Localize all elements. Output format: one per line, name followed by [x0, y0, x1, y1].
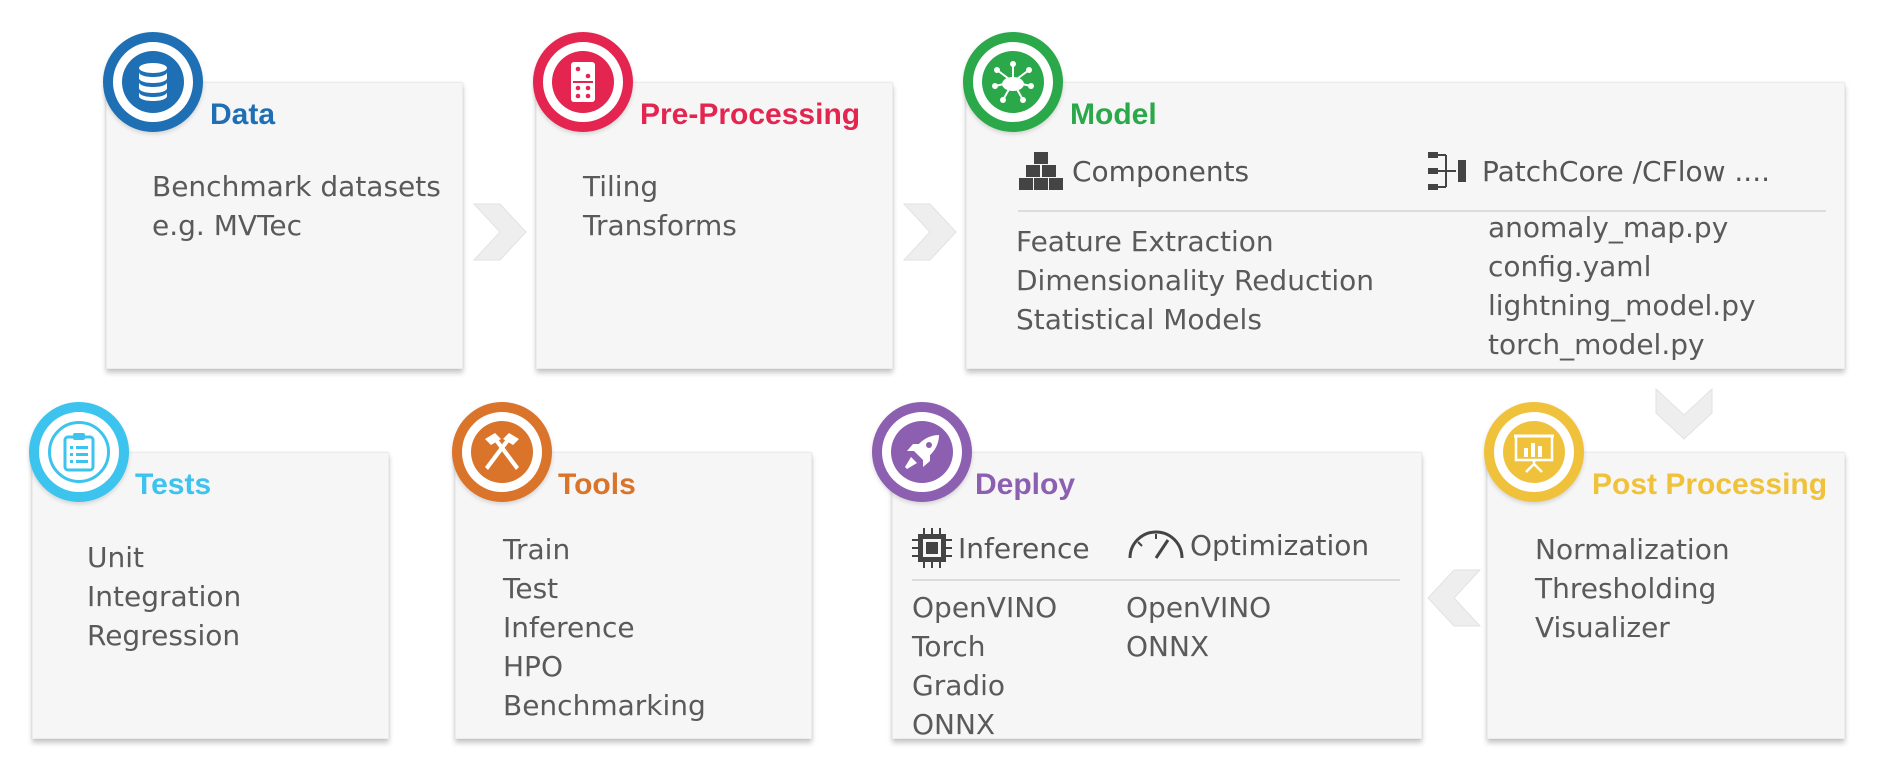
patchcore-label: PatchCore /CFlow ....: [1482, 154, 1771, 188]
deploy-optimization-header: Optimization: [1126, 528, 1369, 562]
model-component-item: Dimensionality Reduction: [1016, 264, 1374, 297]
deploy-badge: [872, 402, 972, 502]
postprocessing-lines: Normalization Thresholding Visualizer: [1535, 530, 1730, 647]
postprocessing-line: Normalization: [1535, 533, 1730, 566]
tools-badge: [452, 402, 552, 502]
tools-lines: Train Test Inference HPO Benchmarking: [503, 530, 706, 725]
tools-line: Inference: [503, 611, 635, 644]
tests-title: Tests: [135, 468, 212, 501]
data-line: Benchmark datasets: [152, 170, 441, 203]
rocket-icon: [905, 435, 939, 469]
model-patchcore-header: PatchCore /CFlow ....: [1426, 150, 1770, 192]
tests-line: Unit: [87, 541, 144, 574]
model-component-item: Feature Extraction: [1016, 225, 1274, 258]
tests-lines: Unit Integration Regression: [87, 538, 241, 655]
tests-line: Regression: [87, 619, 241, 652]
tests-badge: [29, 402, 129, 502]
data-line: e.g. MVTec: [152, 209, 302, 242]
model-file-item: torch_model.py: [1488, 328, 1705, 361]
tools-line: Benchmarking: [503, 689, 706, 722]
inference-label: Inference: [958, 531, 1090, 565]
arrow-left-icon: [1427, 569, 1482, 627]
preprocessing-title: Pre-Processing: [640, 98, 861, 131]
cloud-network-icon: [992, 61, 1034, 103]
deploy-inference-item: Gradio: [912, 669, 1006, 702]
preprocessing-lines: Tiling Transforms: [583, 167, 737, 245]
deploy-inference-list: OpenVINO Torch Gradio ONNX: [912, 588, 1057, 744]
model-file-item: config.yaml: [1488, 250, 1652, 283]
deploy-separator: [912, 579, 1400, 581]
hierarchy-icon: [1428, 152, 1466, 190]
postprocessing-title: Post Processing: [1592, 468, 1828, 501]
database-icon: [139, 63, 167, 101]
arrow-right-icon: [472, 203, 527, 261]
data-lines: Benchmark datasets e.g. MVTec: [152, 167, 441, 245]
arrow-right-icon: [902, 203, 957, 261]
model-components-list: Feature Extraction Dimensionality Reduct…: [1016, 222, 1374, 339]
deploy-optimization-item: ONNX: [1126, 630, 1210, 663]
deploy-optimization-item: OpenVINO: [1126, 591, 1272, 624]
deploy-inference-header: Inference: [912, 528, 1090, 568]
model-card: [966, 82, 1845, 369]
model-file-item: anomaly_map.py: [1488, 211, 1729, 244]
domino-icon: [571, 62, 595, 102]
deploy-optimization-list: OpenVINO ONNX: [1126, 588, 1271, 666]
data-title: Data: [210, 98, 276, 131]
tools-line: Test: [503, 572, 559, 605]
model-separator: [1018, 210, 1826, 212]
deploy-inference-item: Torch: [912, 630, 986, 663]
deploy-card: [892, 452, 1422, 739]
optimization-label: Optimization: [1190, 528, 1370, 562]
presentation-chart-icon: [1514, 434, 1554, 473]
tests-line: Integration: [87, 580, 242, 613]
components-label: Components: [1072, 154, 1250, 188]
model-files-list: anomaly_map.py config.yaml lightning_mod…: [1488, 208, 1756, 364]
tools-line: Train: [503, 533, 571, 566]
model-components-header: Components: [1018, 150, 1249, 192]
tools-line: HPO: [503, 650, 563, 683]
chip-icon: [912, 528, 952, 568]
preprocessing-badge: [533, 32, 633, 132]
postprocessing-line: Thresholding: [1535, 572, 1717, 605]
deploy-inference-item: ONNX: [912, 708, 996, 741]
model-title: Model: [1070, 98, 1157, 131]
preprocessing-line: Tiling: [583, 170, 659, 203]
blocks-icon: [1019, 152, 1063, 190]
crossed-hammers-icon: [485, 433, 519, 470]
gauge-icon: [1128, 530, 1184, 559]
data-badge: [103, 32, 203, 132]
preprocessing-line: Transforms: [583, 209, 737, 242]
model-badge: [963, 32, 1063, 132]
model-file-item: lightning_model.py: [1488, 289, 1756, 322]
model-component-item: Statistical Models: [1016, 303, 1262, 336]
postprocessing-line: Visualizer: [1535, 611, 1670, 644]
postprocessing-badge: [1484, 402, 1584, 502]
deploy-inference-item: OpenVINO: [912, 591, 1058, 624]
deploy-title: Deploy: [975, 468, 1076, 501]
clipboard-icon: [63, 433, 95, 472]
arrow-down-icon: [1655, 387, 1713, 440]
tools-title: Tools: [558, 468, 636, 501]
